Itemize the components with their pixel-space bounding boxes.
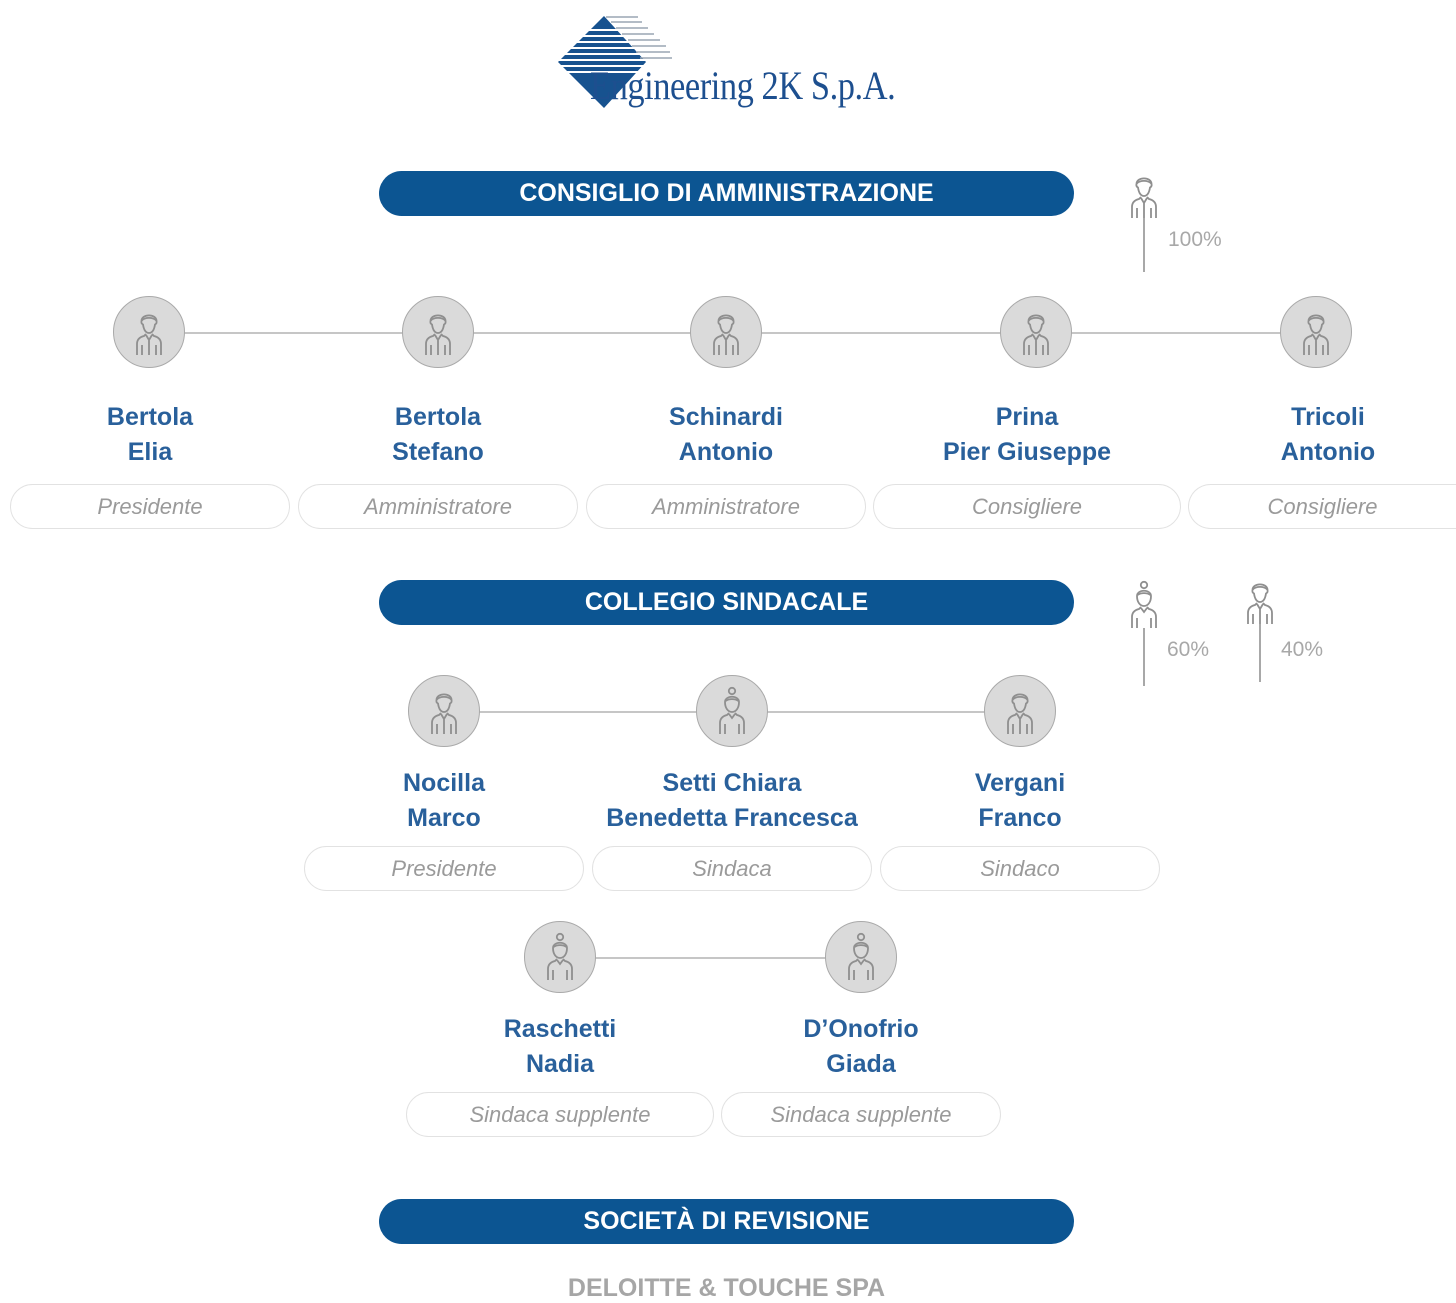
member-name: Setti Chiara Benedetta Francesca	[582, 766, 882, 836]
stat-bar	[1143, 218, 1145, 272]
member-surname: Vergani	[974, 769, 1066, 797]
member-role: Sindaca supplente	[406, 1092, 714, 1137]
audit-firm-name: DELOITTE & TOUCHE SPA	[567, 1274, 886, 1302]
member-name: Vergani Franco	[870, 766, 1170, 836]
member-surname: Nocilla	[403, 769, 485, 797]
male-figure-icon	[1240, 576, 1280, 626]
member-name: Raschetti Nadia	[410, 1012, 710, 1082]
member-avatar	[984, 675, 1056, 747]
female-avatar-icon	[540, 932, 580, 982]
female-percentage: 60%	[1167, 638, 1210, 661]
auditors-board-section-header: COLLEGIO SINDACALE	[379, 580, 1074, 625]
member-role: Sindaca	[592, 846, 872, 891]
member-avatar	[690, 296, 762, 368]
male-percentage: 40%	[1281, 638, 1324, 661]
member-surname: D’Onofrio	[803, 1015, 919, 1043]
member-avatar	[402, 296, 474, 368]
member-surname: Bertola	[394, 403, 482, 431]
male-avatar-icon	[706, 307, 746, 357]
male-avatar-icon	[1000, 686, 1040, 736]
member-avatar	[1280, 296, 1352, 368]
member-role: Consigliere	[1188, 484, 1456, 529]
company-name: Engineering 2K S.p.A.	[590, 63, 896, 108]
member-role: Consigliere	[873, 484, 1181, 529]
member-first-name: Benedetta Francesca	[606, 804, 858, 832]
member-surname: Raschetti	[503, 1015, 617, 1043]
male-avatar-icon	[129, 307, 169, 357]
member-first-name: Antonio	[1280, 438, 1376, 466]
member-avatar	[113, 296, 185, 368]
male-avatar-icon	[1296, 307, 1336, 357]
male-figure-icon	[1124, 170, 1164, 220]
member-avatar	[825, 921, 897, 993]
male-avatar-icon	[424, 686, 464, 736]
member-avatar	[1000, 296, 1072, 368]
member-role: Presidente	[10, 484, 290, 529]
stat-bar	[1259, 624, 1261, 682]
board-section-header: CONSIGLIO DI AMMINISTRAZIONE	[379, 171, 1074, 216]
member-name: Bertola Elia	[0, 400, 300, 470]
member-role: Amministratore	[586, 484, 866, 529]
member-name: Tricoli Antonio	[1178, 400, 1456, 470]
member-surname: Setti Chiara	[662, 769, 802, 797]
male-percentage: 100%	[1168, 228, 1222, 251]
member-surname: Tricoli	[1291, 403, 1365, 431]
member-first-name: Marco	[407, 804, 481, 832]
stat-bar	[1143, 628, 1145, 686]
member-first-name: Franco	[978, 804, 1062, 832]
female-avatar-icon	[712, 686, 752, 736]
audit-firm-section-header: SOCIETÀ DI REVISIONE	[379, 1199, 1074, 1244]
female-avatar-icon	[841, 932, 881, 982]
female-figure-icon	[1124, 580, 1164, 630]
member-first-name: Nadia	[525, 1050, 595, 1078]
member-name: Bertola Stefano	[288, 400, 588, 470]
member-surname: Schinardi	[669, 403, 783, 431]
member-name: Nocilla Marco	[294, 766, 594, 836]
member-first-name: Pier Giuseppe	[942, 438, 1112, 466]
member-first-name: Giada	[826, 1050, 896, 1078]
member-name: Schinardi Antonio	[576, 400, 876, 470]
member-avatar	[524, 921, 596, 993]
member-first-name: Antonio	[678, 438, 774, 466]
member-first-name: Stefano	[392, 438, 484, 466]
member-name: Prina Pier Giuseppe	[877, 400, 1177, 470]
member-role: Amministratore	[298, 484, 578, 529]
member-surname: Bertola	[106, 403, 194, 431]
member-role: Sindaco	[880, 846, 1160, 891]
member-role: Presidente	[304, 846, 584, 891]
member-surname: Prina	[995, 403, 1059, 431]
alternates-connector-line	[560, 957, 862, 959]
member-role: Sindaca supplente	[721, 1092, 1001, 1137]
company-logo-mark	[558, 16, 674, 108]
male-avatar-icon	[418, 307, 458, 357]
male-avatar-icon	[1016, 307, 1056, 357]
member-name: D’Onofrio Giada	[711, 1012, 1011, 1082]
member-avatar	[408, 675, 480, 747]
member-avatar	[696, 675, 768, 747]
member-first-name: Elia	[127, 438, 173, 466]
